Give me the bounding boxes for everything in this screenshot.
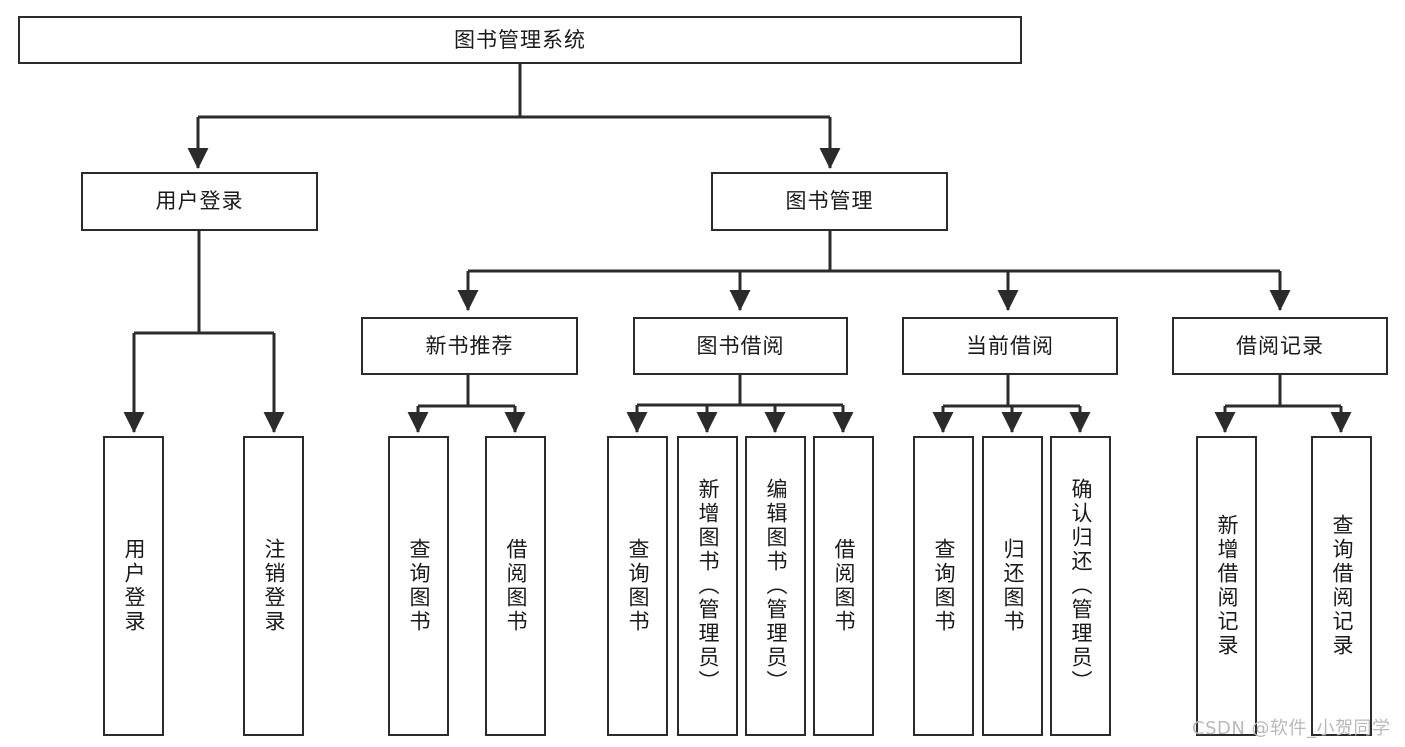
node-label: 当前借阅 — [966, 333, 1054, 358]
node-label: 注销登录 — [262, 538, 286, 634]
node-borrow-records[interactable]: 借阅记录 — [1172, 317, 1388, 375]
node-label: 查询图书 — [932, 538, 956, 634]
node-label: 借阅图书 — [832, 538, 856, 634]
leaf-edit-book-admin[interactable]: 编辑图书（管理员） — [745, 436, 806, 736]
leaf-query-book-current[interactable]: 查询图书 — [913, 436, 974, 736]
node-label: 新增图书（管理员） — [696, 478, 720, 694]
leaf-confirm-return-admin[interactable]: 确认归还（管理员） — [1050, 436, 1111, 736]
leaf-return-book[interactable]: 归还图书 — [982, 436, 1043, 736]
node-label: 新增借阅记录 — [1215, 514, 1239, 658]
leaf-query-borrow-record[interactable]: 查询借阅记录 — [1311, 436, 1372, 736]
node-label: 查询图书 — [626, 538, 650, 634]
leaf-borrow-book[interactable]: 借阅图书 — [813, 436, 874, 736]
leaf-query-book-borrow[interactable]: 查询图书 — [607, 436, 668, 736]
node-label: 用户登录 — [122, 538, 146, 634]
node-label: 图书管理 — [785, 189, 874, 214]
node-current-borrow[interactable]: 当前借阅 — [902, 317, 1118, 375]
leaf-user-login[interactable]: 用户登录 — [103, 436, 164, 736]
leaf-add-book-admin[interactable]: 新增图书（管理员） — [677, 436, 738, 736]
node-label: 查询借阅记录 — [1330, 514, 1354, 658]
node-label: 新书推荐 — [425, 333, 514, 358]
node-label: 归还图书 — [1001, 538, 1025, 634]
node-label: 借阅图书 — [504, 538, 528, 634]
node-label: 查询图书 — [407, 538, 431, 634]
node-book-borrow[interactable]: 图书借阅 — [633, 317, 848, 375]
node-label: 图书管理系统 — [454, 27, 586, 52]
node-label: 图书借阅 — [696, 333, 785, 358]
node-label: 用户登录 — [155, 189, 244, 214]
node-label: 借阅记录 — [1236, 333, 1324, 358]
node-label: 编辑图书（管理员） — [764, 478, 788, 694]
node-new-book-recommend[interactable]: 新书推荐 — [361, 317, 578, 375]
leaf-query-book-recommend[interactable]: 查询图书 — [388, 436, 449, 736]
leaf-borrow-book-recommend[interactable]: 借阅图书 — [485, 436, 546, 736]
node-root-book-management-system[interactable]: 图书管理系统 — [18, 16, 1022, 64]
leaf-logout[interactable]: 注销登录 — [243, 436, 304, 736]
node-user-login[interactable]: 用户登录 — [81, 172, 318, 231]
leaf-add-borrow-record[interactable]: 新增借阅记录 — [1196, 436, 1257, 736]
node-book-management[interactable]: 图书管理 — [711, 172, 948, 231]
node-label: 确认归还（管理员） — [1069, 478, 1093, 694]
